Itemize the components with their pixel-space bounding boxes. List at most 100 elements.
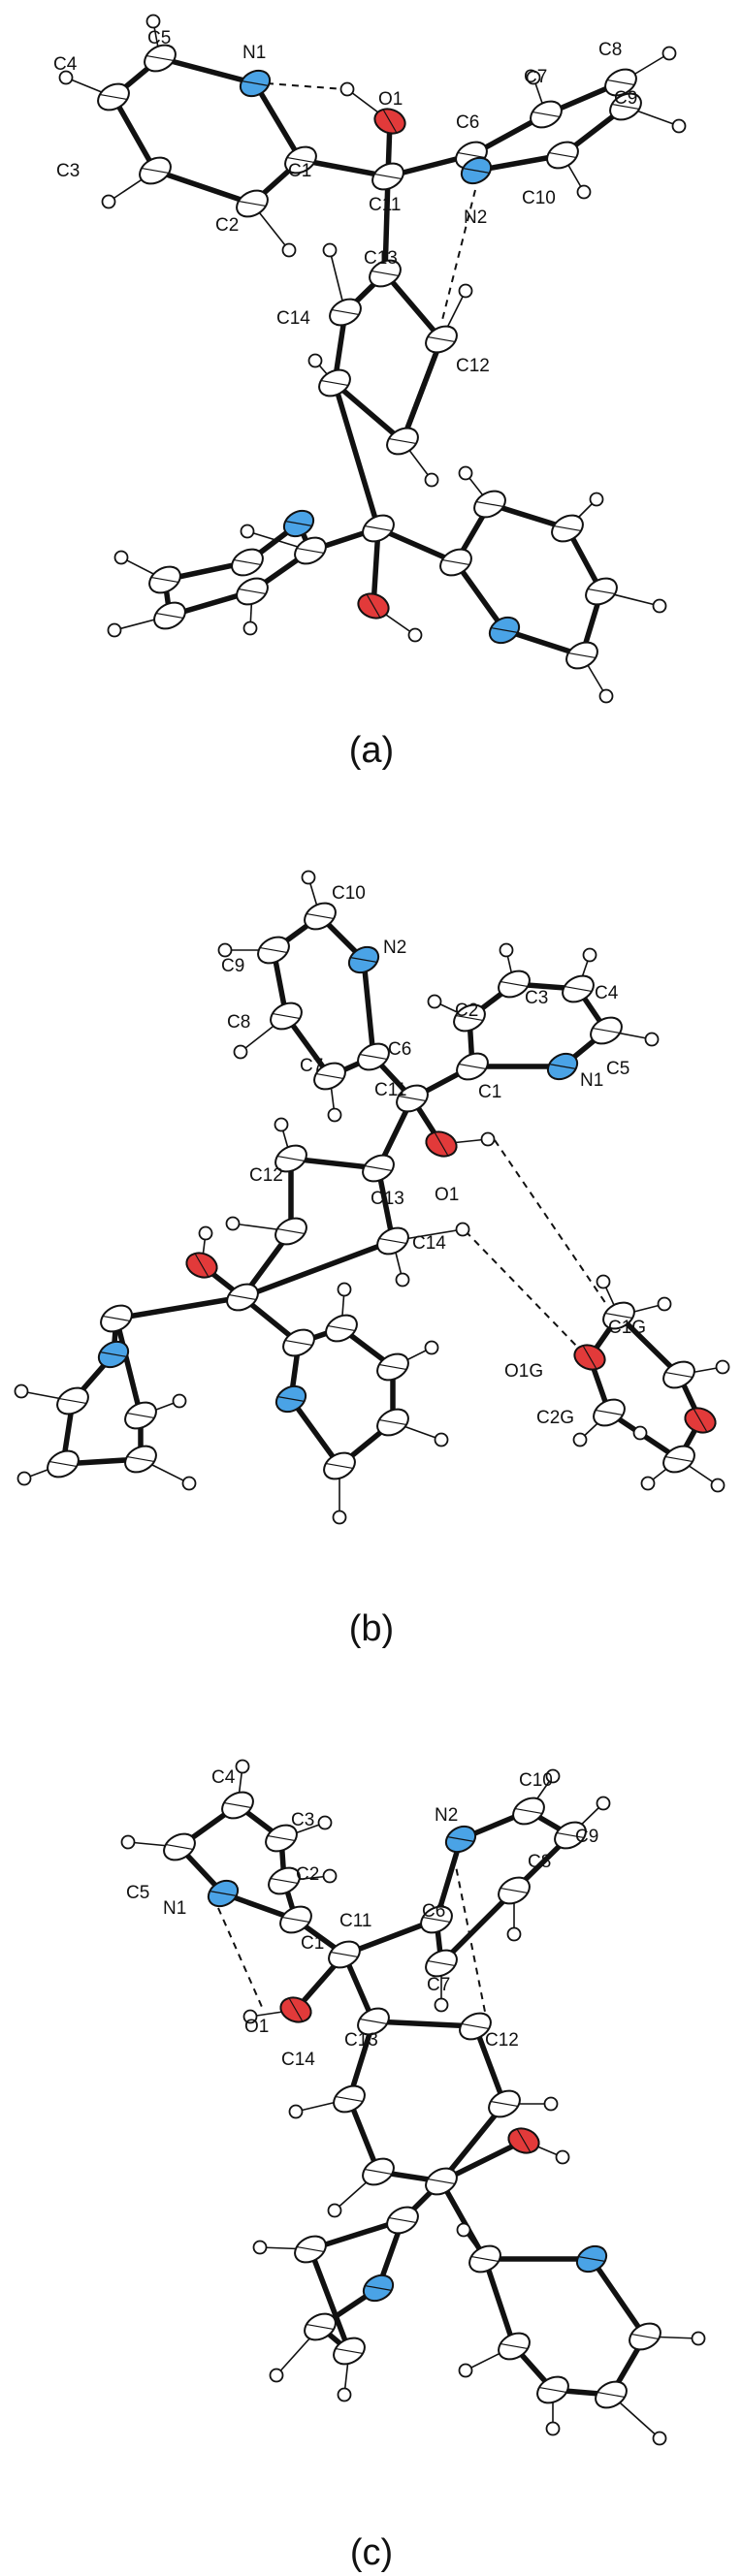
ellipsoid-principal-axis (156, 612, 183, 620)
ellipsoid-principal-axis (459, 1063, 486, 1070)
ellipsoid-principal-axis (277, 1227, 305, 1235)
ellipsoid-principal-axis (166, 1843, 193, 1851)
atom-label: C6 (422, 1901, 445, 1922)
ellipsoid-principal-axis (491, 2100, 518, 2108)
atom-label: C12 (456, 356, 490, 376)
atom-label: C8 (528, 1852, 551, 1872)
covalent-bond (400, 336, 444, 444)
atom-label: C9 (614, 88, 637, 109)
ellipsoid-principal-axis (588, 588, 615, 595)
covalent-bond (472, 2023, 507, 2107)
bonds (127, 1765, 699, 2439)
atom-label: C10 (522, 188, 556, 208)
covalent-bond (113, 1294, 245, 1321)
atom-label: C4 (53, 54, 78, 75)
hydrogen-atom (235, 1759, 250, 1774)
ellipsoid-principal-axis (285, 1339, 312, 1347)
hydrogen-atom (434, 1432, 449, 1447)
atom-label: C2 (296, 1864, 319, 1885)
hydrogen-atom (545, 2421, 561, 2436)
ellipsoid-principal-axis (229, 1293, 256, 1301)
covalent-bond (240, 1238, 396, 1300)
hydrogen-atom (424, 1340, 439, 1355)
panel-caption: (b) (349, 1608, 394, 1649)
covalent-bond (307, 2246, 352, 2354)
ellipsoid-principal-axis (582, 1346, 597, 1369)
covalent-bond (346, 2096, 381, 2175)
ellipsoid-principal-axis (278, 1396, 304, 1402)
atom-label: C4 (211, 1767, 236, 1788)
ellipsoid-principal-axis (194, 1254, 210, 1277)
ellipsoid-principal-axis (306, 2323, 334, 2331)
ellipsoid-principal-axis (332, 308, 359, 316)
ellipsoid-principal-axis (612, 103, 639, 111)
hydrogen-atom (274, 1117, 289, 1132)
hydrogen-atom (632, 1425, 648, 1441)
ellipsoid-principal-axis (374, 173, 402, 180)
hydrogen-atom (710, 1478, 726, 1493)
ellipsoid-principal-axis (379, 1237, 406, 1245)
ellipsoid-principal-axis (297, 2245, 324, 2253)
hydrogen-atom (242, 2009, 258, 2024)
hydrogen-atoms (58, 14, 687, 704)
hydrogen-atom (322, 242, 338, 258)
ellipsoid-principal-axis (326, 1462, 353, 1470)
atom-label: C3 (525, 988, 548, 1008)
atom-label: C1G (608, 1318, 646, 1338)
atom-label: O1 (378, 89, 403, 110)
hydrogen-atom (327, 1107, 342, 1123)
ellipsoid-principal-axis (693, 1409, 708, 1432)
atom-label: C14 (281, 2050, 315, 2070)
atom-label: C7 (427, 1975, 450, 1995)
atom-label: O1G (504, 1361, 543, 1382)
ellipsoid-principal-axis (239, 588, 266, 595)
atom-label: O1 (244, 2017, 269, 2037)
atom-label: C14 (412, 1233, 446, 1254)
hydrogen-atom (198, 1225, 213, 1241)
ellipsoid-principal-axis (282, 1916, 309, 1924)
hydrogen-atom (582, 947, 597, 963)
atom-label: C7 (524, 67, 547, 87)
hydrogen-atom (596, 1796, 611, 1811)
covalent-bond (382, 270, 444, 342)
hydrogen-bond-dashed (217, 1907, 263, 2008)
ellipsoid-principal-axis (151, 576, 178, 584)
atom-label: C8 (227, 1012, 250, 1033)
atom-label: C6 (456, 112, 479, 133)
ellipsoid-principal-axis (539, 2386, 566, 2394)
atom-label: C5 (126, 1883, 149, 1903)
atom-label: C10 (332, 883, 366, 904)
atom-label: C2 (455, 1001, 478, 1021)
ellipsoid-principal-axis (268, 1834, 295, 1842)
ellipsoid-principal-axis (382, 110, 398, 133)
hydrogen-atom (120, 1834, 136, 1850)
ellipsoid-principal-axis (306, 912, 334, 920)
hydrogen-atom (427, 994, 442, 1009)
hydrogen-bond-dashed (465, 1230, 581, 1351)
ellipsoid-principal-axis (532, 111, 560, 118)
ellipsoid-principal-axis (328, 1324, 355, 1332)
ellipsoid-principal-axis (365, 2168, 392, 2176)
hydrogen-atom (225, 1216, 241, 1231)
hydrogen-atom (458, 2363, 473, 2378)
hydrogen-atom (589, 492, 604, 507)
covalent-bond (332, 380, 381, 531)
atom-label: N1 (163, 1898, 186, 1919)
hydrogen-atom (145, 14, 161, 29)
hydrogen-atom (288, 2104, 304, 2119)
covalent-bond (482, 2256, 517, 2349)
ellipsoid-principal-axis (557, 1831, 584, 1839)
hydrogen-atom (572, 1432, 588, 1447)
ellipsoid-principal-axis (351, 957, 376, 963)
hydrogen-atom (506, 1926, 522, 1942)
ellipsoid-principal-axis (605, 1312, 632, 1320)
covalent-bond (438, 2101, 507, 2184)
ellipsoid-principal-axis (360, 1053, 387, 1061)
ellipsoid-principal-axis (379, 1418, 406, 1426)
ellipsoid-principal-axis (336, 2095, 363, 2103)
